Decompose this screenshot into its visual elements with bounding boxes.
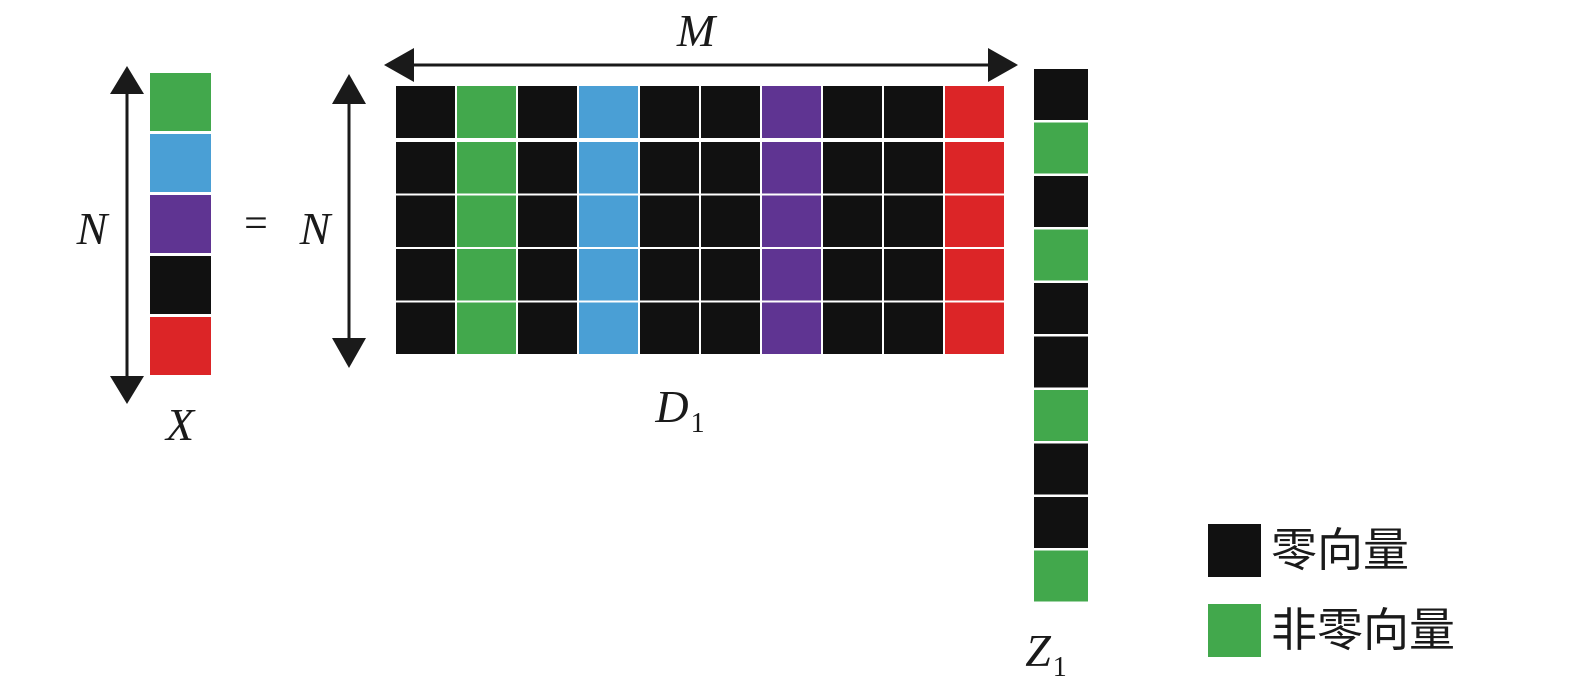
matrix-cell-black bbox=[640, 195, 699, 247]
matrix-cell-green bbox=[457, 302, 516, 354]
n-height-arrow-matrix bbox=[332, 74, 366, 368]
matrix-cell-black bbox=[396, 249, 455, 301]
d1-dictionary-matrix bbox=[396, 86, 1004, 354]
matrix-cell-black bbox=[823, 86, 882, 138]
matrix-cell-black bbox=[640, 142, 699, 194]
x-vector-cell-green bbox=[150, 73, 211, 131]
matrix-cell-black bbox=[701, 195, 760, 247]
m-label: M bbox=[676, 5, 718, 56]
x-vector bbox=[150, 73, 211, 375]
z1-cell-black bbox=[1034, 176, 1088, 227]
d1-label: D1 bbox=[654, 381, 704, 439]
matrix-cell-red bbox=[945, 249, 1004, 301]
n-label-matrix: N bbox=[299, 203, 333, 254]
equals-sign: = bbox=[244, 201, 268, 247]
matrix-cell-purple bbox=[762, 302, 821, 354]
matrix-cell-black bbox=[518, 195, 577, 247]
matrix-cell-black bbox=[823, 302, 882, 354]
legend-swatch-black bbox=[1208, 524, 1261, 577]
matrix-cell-green bbox=[457, 142, 516, 194]
matrix-cell-purple bbox=[762, 249, 821, 301]
matrix-cell-blue bbox=[579, 142, 638, 194]
legend-swatch-green bbox=[1208, 604, 1261, 657]
d1-label-sub: 1 bbox=[691, 408, 705, 439]
matrix-cell-red bbox=[945, 142, 1004, 194]
matrix-cell-black bbox=[396, 302, 455, 354]
matrix-cell-black bbox=[701, 86, 760, 138]
matrix-cell-black bbox=[518, 86, 577, 138]
matrix-cell-purple bbox=[762, 86, 821, 138]
matrix-cell-black bbox=[701, 142, 760, 194]
matrix-cell-black bbox=[640, 86, 699, 138]
x-label: X bbox=[164, 399, 196, 450]
matrix-cell-black bbox=[518, 142, 577, 194]
x-vector-cell-black bbox=[150, 256, 211, 314]
z1-sparse-vector bbox=[1034, 69, 1088, 602]
x-vector-cell-red bbox=[150, 317, 211, 375]
d1-label-main: D bbox=[654, 381, 688, 432]
matrix-cell-green bbox=[457, 86, 516, 138]
z1-cell-green bbox=[1034, 390, 1088, 441]
matrix-cell-black bbox=[640, 302, 699, 354]
z1-cell-green bbox=[1034, 550, 1088, 602]
z1-cell-green bbox=[1034, 122, 1088, 174]
matrix-cell-black bbox=[518, 302, 577, 354]
matrix-cell-red bbox=[945, 302, 1004, 354]
matrix-cell-black bbox=[396, 195, 455, 247]
matrix-cell-black bbox=[884, 302, 943, 354]
matrix-cell-black bbox=[640, 249, 699, 301]
z1-cell-black bbox=[1034, 497, 1088, 548]
matrix-cell-black bbox=[518, 249, 577, 301]
matrix-cell-black bbox=[884, 195, 943, 247]
x-vector-cell-purple bbox=[150, 195, 211, 253]
matrix-cell-black bbox=[396, 86, 455, 138]
legend-label-black: 零向量 bbox=[1271, 523, 1409, 577]
matrix-cell-black bbox=[701, 302, 760, 354]
x-vector-cell-blue bbox=[150, 134, 211, 192]
matrix-cell-blue bbox=[579, 195, 638, 247]
matrix-cell-blue bbox=[579, 86, 638, 138]
matrix-cell-black bbox=[701, 249, 760, 301]
z1-label: Z1 bbox=[1025, 625, 1067, 683]
m-width-arrow bbox=[384, 48, 1018, 82]
matrix-cell-blue bbox=[579, 249, 638, 301]
matrix-cell-red bbox=[945, 195, 1004, 247]
n-label-left: N bbox=[76, 203, 110, 254]
matrix-cell-black bbox=[823, 195, 882, 247]
n-height-arrow-left bbox=[110, 66, 144, 404]
matrix-cell-purple bbox=[762, 142, 821, 194]
matrix-cell-black bbox=[884, 249, 943, 301]
matrix-cell-purple bbox=[762, 195, 821, 247]
matrix-cell-red bbox=[945, 86, 1004, 138]
matrix-cell-green bbox=[457, 249, 516, 301]
matrix-cell-black bbox=[823, 249, 882, 301]
matrix-cell-blue bbox=[579, 302, 638, 354]
z1-label-main: Z bbox=[1025, 625, 1051, 676]
z1-cell-green bbox=[1034, 229, 1088, 281]
matrix-cell-black bbox=[823, 142, 882, 194]
legend-label-green: 非零向量 bbox=[1271, 603, 1455, 657]
z1-cell-black bbox=[1034, 336, 1088, 388]
matrix-cell-black bbox=[884, 142, 943, 194]
matrix-cell-black bbox=[884, 86, 943, 138]
matrix-cell-black bbox=[396, 142, 455, 194]
matrix-cell-green bbox=[457, 195, 516, 247]
z1-cell-black bbox=[1034, 69, 1088, 120]
z1-cell-black bbox=[1034, 283, 1088, 334]
z1-cell-black bbox=[1034, 443, 1088, 495]
z1-label-sub: 1 bbox=[1053, 652, 1067, 683]
